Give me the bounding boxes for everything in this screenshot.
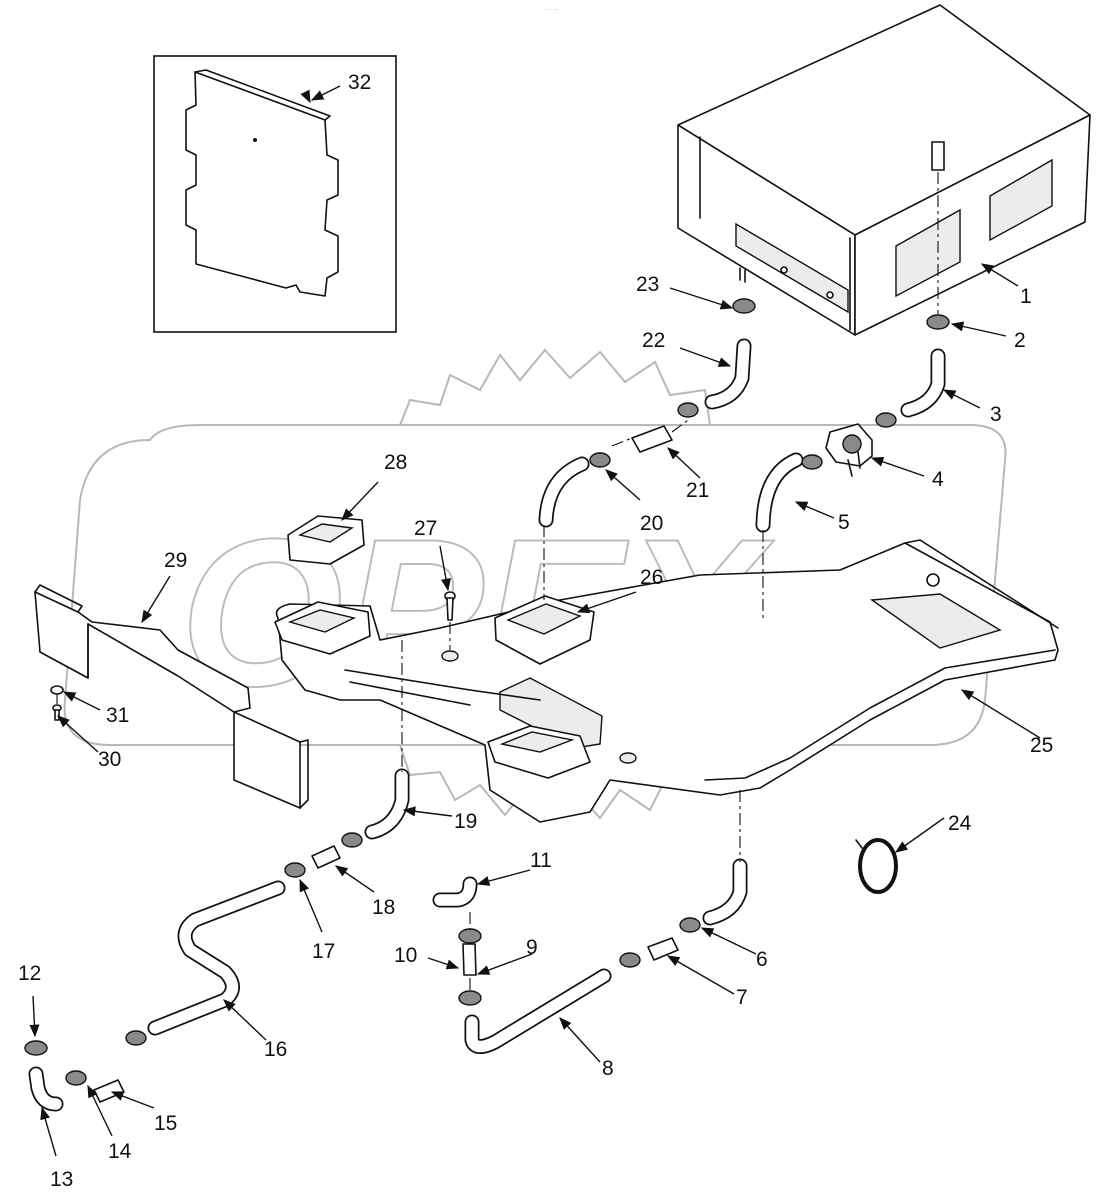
clamp-3 [875, 412, 897, 428]
part-28-gasket [287, 515, 365, 565]
part-23-clamp [732, 298, 756, 314]
callout-15: 15 [154, 1112, 177, 1135]
callout-17: 17 [312, 940, 335, 963]
part-12-clamp [24, 1040, 48, 1056]
part-16-hose [147, 880, 286, 1036]
leader-lines [29, 85, 1041, 1157]
part-19-hose [364, 768, 410, 840]
callout-29: 29 [164, 549, 187, 572]
callout-labels: 32 1 2 3 4 5 23 22 21 20 28 27 26 29 31 … [18, 71, 1053, 1191]
part-21-tube [631, 425, 673, 453]
part-31-washer [50, 685, 64, 695]
clamp-19 [341, 832, 363, 848]
part-7-connector [647, 937, 679, 961]
callout-5: 5 [838, 511, 850, 534]
callout-16: 16 [264, 1038, 287, 1061]
callout-4: 4 [932, 468, 944, 491]
callout-26: 26 [640, 566, 663, 589]
part-14-clamp [65, 1070, 87, 1086]
part-3-hose [900, 348, 946, 418]
callout-7: 7 [736, 986, 748, 1009]
callout-8: 8 [602, 1057, 614, 1080]
callout-14: 14 [108, 1140, 132, 1163]
clamp-6 [679, 917, 701, 933]
callout-28: 28 [384, 451, 407, 474]
part-10-tube [462, 943, 477, 976]
callout-25: 25 [1030, 734, 1053, 757]
callout-30: 30 [98, 748, 121, 771]
part-9-clamp [458, 990, 482, 1006]
callout-32: 32 [348, 71, 371, 94]
tray-port-center [487, 725, 591, 779]
part-32-panel [153, 55, 397, 333]
callout-18: 18 [372, 896, 395, 919]
lower-clamps [24, 832, 701, 1086]
clamp-7 [619, 952, 641, 968]
header-text: - ·· ··· [546, 7, 559, 13]
callout-6: 6 [756, 948, 768, 971]
part-5-hose [755, 452, 804, 533]
clamp-20 [589, 452, 611, 468]
callout-13: 13 [50, 1168, 73, 1191]
part-29-side-panel [34, 584, 309, 809]
callout-2: 2 [1014, 329, 1026, 352]
part-22-hose [704, 338, 752, 410]
callout-19: 19 [454, 810, 477, 833]
part-26-gasket [494, 595, 595, 665]
clamp-16 [125, 1030, 147, 1046]
part-27-screw [444, 591, 456, 621]
callout-12: 12 [18, 962, 41, 985]
callout-31: 31 [106, 704, 129, 727]
callout-23: 23 [636, 273, 659, 296]
callout-21: 21 [686, 479, 709, 502]
centerlines [56, 172, 939, 992]
part-4-valve [825, 423, 873, 477]
part-2-clamp [926, 314, 950, 330]
part-24-clamp [855, 838, 898, 894]
callout-24: 24 [948, 812, 972, 835]
part-25-tray [275, 539, 1059, 823]
callout-27: 27 [414, 517, 437, 540]
callout-9: 9 [526, 936, 538, 959]
part-6-hose [702, 858, 748, 926]
callout-10: 10 [394, 944, 417, 967]
part-13-hose [28, 1066, 64, 1112]
callout-3: 3 [990, 403, 1002, 426]
part-1-housing [677, 4, 1091, 336]
callout-20: 20 [640, 512, 663, 535]
part-20-hose [538, 456, 590, 528]
lower-connectors [93, 845, 679, 1103]
tray-port-left [274, 601, 371, 655]
part-11-hose [432, 876, 478, 908]
clamp-22 [677, 402, 699, 418]
callout-22: 22 [642, 329, 665, 352]
part-15-connector [93, 1079, 125, 1103]
part-17-clamp [284, 862, 306, 878]
clamp-10 [458, 928, 482, 944]
upper-clamps [589, 298, 950, 470]
callout-11: 11 [530, 849, 552, 872]
part-18-connector [311, 845, 341, 869]
callout-1: 1 [1020, 285, 1032, 308]
part-8-hose [464, 968, 612, 1054]
clamp-5 [801, 454, 823, 470]
